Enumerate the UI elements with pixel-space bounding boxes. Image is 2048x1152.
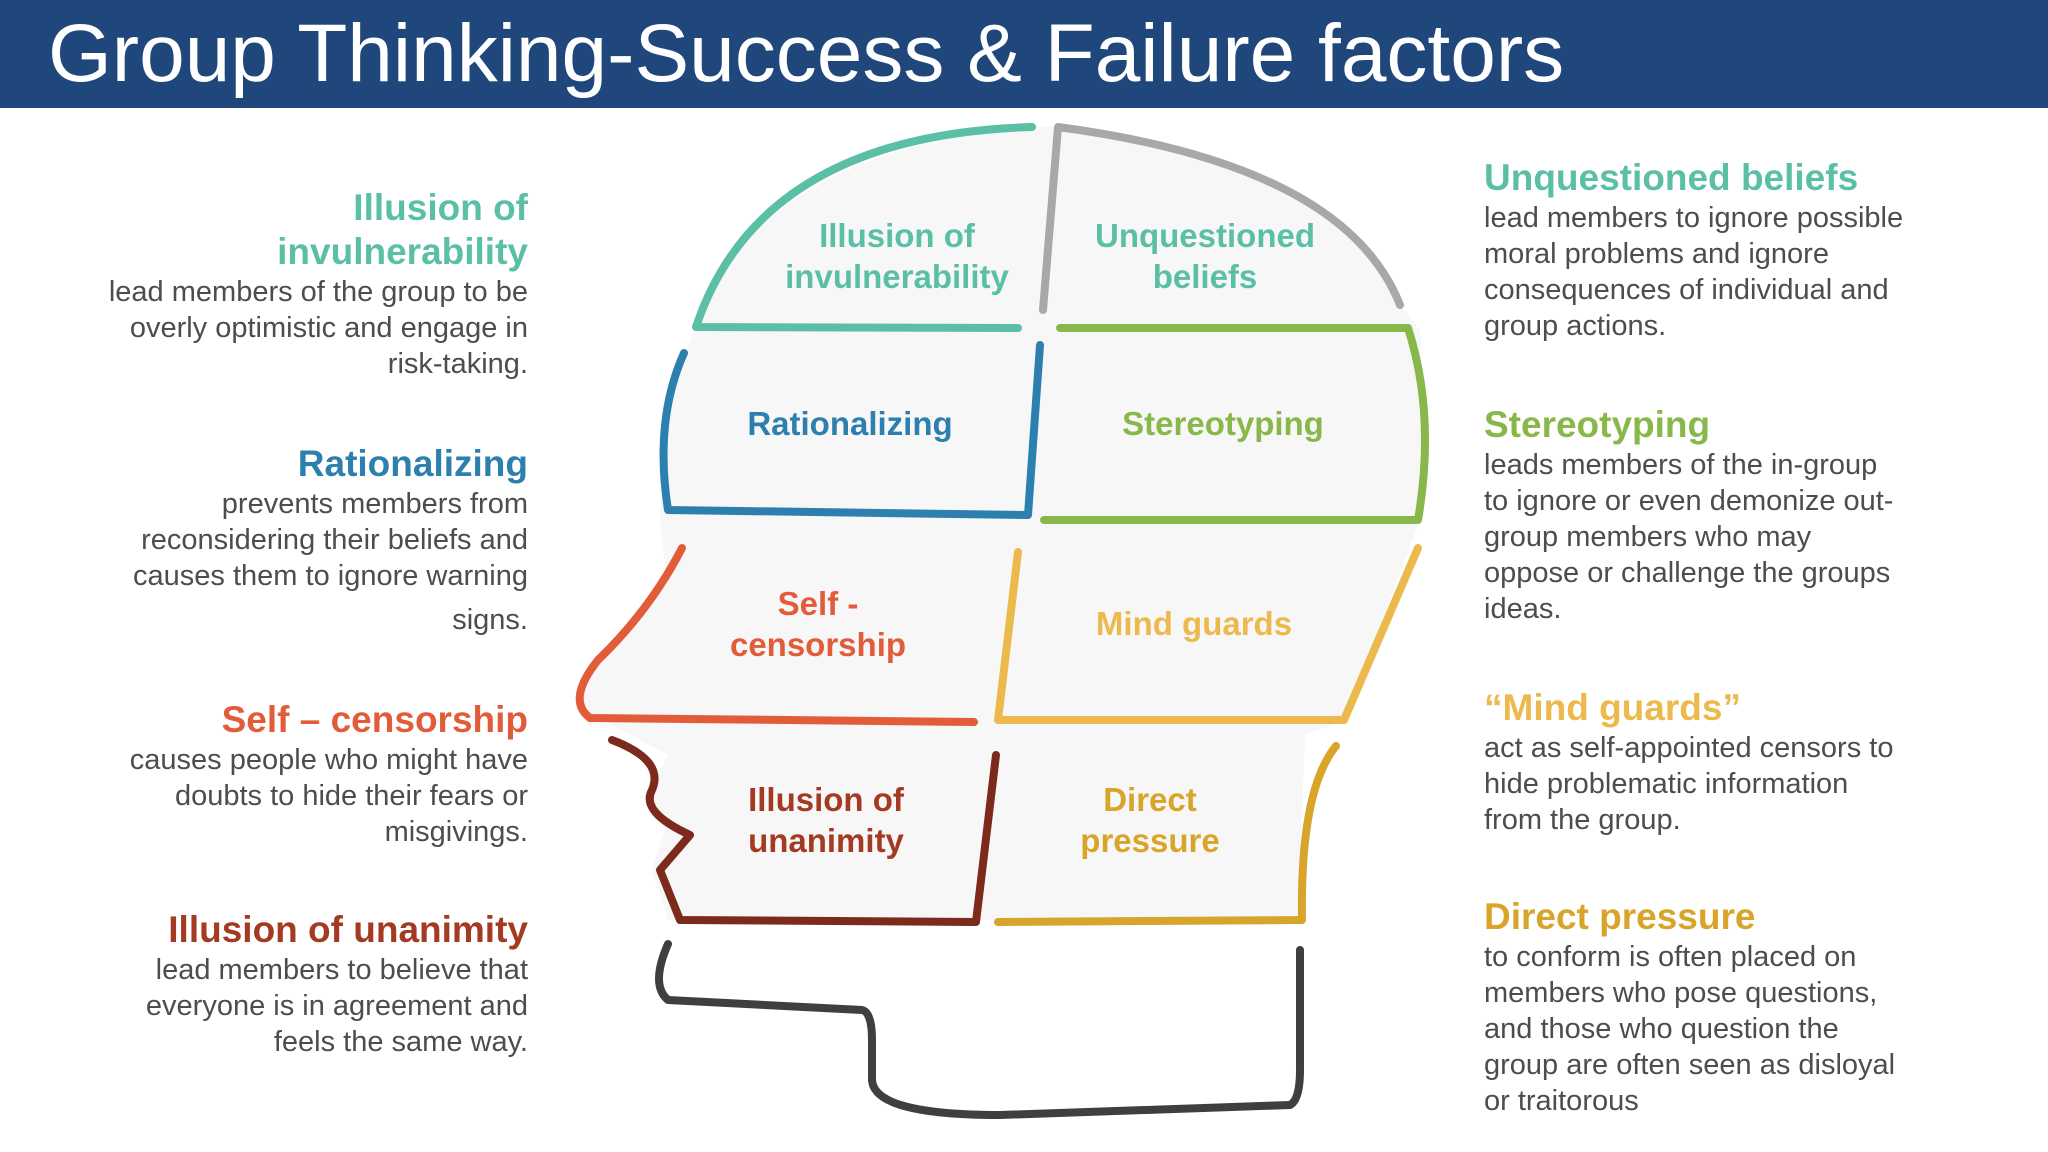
- region-rationalizing-outline: [659, 341, 1044, 519]
- factor-heading: Self – censorship: [221, 699, 528, 740]
- factor-heading: Illusion of unanimity: [168, 909, 528, 950]
- region-invulnerability-outline: [692, 123, 1036, 332]
- header-bar: Group Thinking-Success & Failure factors: [0, 0, 2048, 108]
- region-label-stereotyping: Stereotyping: [1122, 405, 1324, 442]
- factor-unquestioned-beliefs: Unquestioned beliefs lead members to ign…: [1484, 156, 1954, 344]
- region-mind-guards-outline: [994, 544, 1422, 724]
- region-unanimity-outline: [608, 736, 1000, 926]
- factor-heading: “Mind guards”: [1484, 687, 1741, 728]
- region-unquestioned-outline: [1039, 123, 1404, 314]
- factor-mind-guards: “Mind guards” act as self-appointed cens…: [1484, 686, 1954, 838]
- region-direct-pressure-outline: [994, 742, 1340, 926]
- region-stereotyping-outline: [1040, 324, 1430, 524]
- factor-heading: Rationalizing: [297, 443, 528, 484]
- region-label-rationalizing: Rationalizing: [747, 405, 952, 442]
- region-self-censorship-outline: [575, 544, 978, 726]
- factor-self-censorship: Self – censorship causes people who migh…: [58, 698, 528, 850]
- region-label-mind-guards: Mind guards: [1096, 605, 1292, 642]
- factor-heading: Stereotyping: [1484, 404, 1711, 445]
- page-title: Group Thinking-Success & Failure factors: [48, 8, 1565, 99]
- region-label-self-censorship: Self -censorship: [730, 585, 906, 663]
- factor-heading: Direct pressure: [1484, 896, 1756, 937]
- head-outline: [575, 123, 1430, 1119]
- factor-stereotyping: Stereotyping leads members of the in-gro…: [1484, 403, 1954, 627]
- neck-jaw-outline: [655, 940, 1304, 1119]
- factor-direct-pressure: Direct pressure to conform is often plac…: [1484, 895, 1954, 1119]
- factor-heading: Unquestioned beliefs: [1484, 157, 1859, 198]
- factor-unanimity: Illusion of unanimity lead members to be…: [58, 908, 528, 1060]
